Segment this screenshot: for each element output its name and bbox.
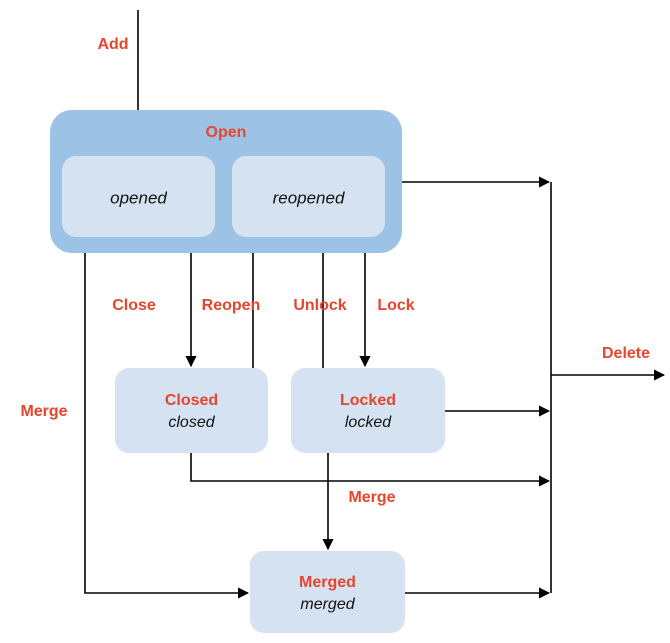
label-unlock: Unlock bbox=[293, 297, 346, 314]
label-reopen: Reopen bbox=[202, 297, 261, 314]
state-locked-title: Locked bbox=[340, 392, 396, 409]
label-add: Add bbox=[97, 36, 128, 53]
label-merge-center: Merge bbox=[348, 489, 395, 506]
state-merged[interactable] bbox=[250, 551, 405, 633]
state-merged-value: merged bbox=[300, 596, 355, 613]
edge-closed-to-delete-spine bbox=[190, 453, 551, 487]
label-delete: Delete bbox=[602, 345, 650, 362]
label-lock: Lock bbox=[377, 297, 414, 314]
state-reopened-value: reopened bbox=[273, 188, 345, 207]
state-merged-title: Merged bbox=[299, 574, 356, 591]
state-opened-value: opened bbox=[110, 188, 167, 207]
group-open-title: Open bbox=[206, 124, 247, 141]
label-merge-left: Merge bbox=[20, 403, 67, 420]
state-reopened[interactable] bbox=[232, 156, 385, 237]
state-opened[interactable] bbox=[62, 156, 215, 237]
state-closed-title: Closed bbox=[165, 392, 218, 409]
state-locked-value: locked bbox=[345, 414, 392, 431]
state-closed-value: closed bbox=[168, 414, 215, 431]
label-close: Close bbox=[112, 297, 156, 314]
state-locked[interactable] bbox=[291, 368, 445, 453]
edge-merge-left bbox=[84, 253, 250, 599]
state-closed[interactable] bbox=[115, 368, 268, 453]
